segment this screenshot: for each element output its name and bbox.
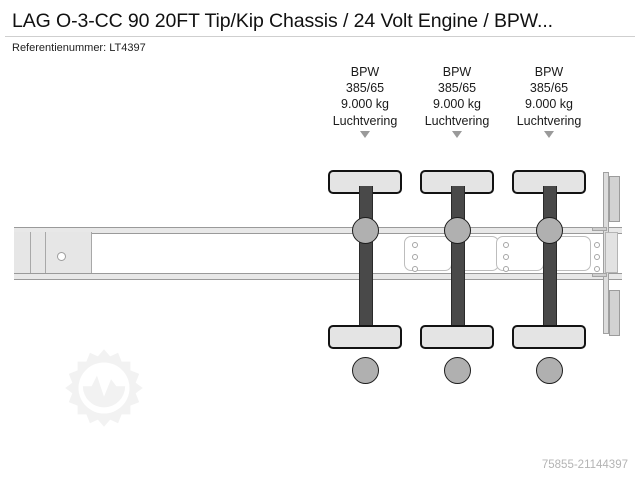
bolt-dot	[503, 254, 509, 260]
listing-id: 75855-21144397	[541, 459, 628, 471]
axle-spec-2: BPW 385/65 9.000 kg Luchtvering	[402, 64, 512, 138]
front-divider-3	[91, 232, 92, 273]
bolt-dot	[503, 266, 509, 272]
triangle-down-icon	[544, 130, 554, 138]
hub-axle-1-bottom	[352, 357, 379, 384]
bolt-dot	[503, 242, 509, 248]
wheel-axle-2-right	[420, 325, 494, 349]
rear-web	[605, 232, 618, 273]
chassis-rail-top	[14, 227, 622, 234]
bolt-dot	[594, 254, 600, 260]
front-divider-2	[45, 232, 46, 273]
hub-axle-1-top	[352, 217, 379, 244]
bolt-dot	[412, 254, 418, 260]
bolt-dot	[412, 266, 418, 272]
axle-3-brand: BPW	[534, 65, 564, 79]
header-divider	[5, 36, 635, 37]
axle-bar-3	[543, 186, 557, 332]
suspension-cutout-3	[496, 236, 544, 271]
bolt-group-2	[503, 242, 509, 278]
gear-logo-watermark	[58, 344, 150, 432]
axle-2-suspension: Luchtvering	[424, 113, 490, 128]
axle-3-tyre: 385/65	[529, 81, 569, 96]
rear-mount-bottom	[609, 290, 620, 336]
axle-bar-2	[451, 186, 465, 332]
axle-2-brand: BPW	[442, 65, 472, 79]
bolt-dot	[594, 242, 600, 248]
axle-3-suspension: Luchtvering	[516, 113, 582, 128]
rear-mount-top	[609, 176, 620, 222]
chassis-rail-bottom	[14, 273, 622, 280]
hub-axle-2-bottom	[444, 357, 471, 384]
axle-spec-1: BPW 385/65 9.000 kg Luchtvering	[310, 64, 420, 138]
axle-1-suspension: Luchtvering	[332, 113, 398, 128]
axle-1-capacity: 9.000 kg	[341, 97, 389, 112]
axle-2-tyre: 385/65	[437, 81, 477, 96]
triangle-down-icon	[360, 130, 370, 138]
wheel-axle-1-right	[328, 325, 402, 349]
kingpin-plate	[14, 232, 91, 273]
axle-bar-1	[359, 186, 373, 332]
hub-axle-3-top	[536, 217, 563, 244]
kingpin-circle-icon	[57, 252, 66, 261]
axle-1-brand: BPW	[350, 65, 380, 79]
axle-3-capacity: 9.000 kg	[525, 97, 573, 112]
bolt-dot	[594, 266, 600, 272]
axle-1-tyre: 385/65	[345, 81, 385, 96]
axle-spec-3: BPW 385/65 9.000 kg Luchtvering	[494, 64, 604, 138]
wheel-axle-3-right	[512, 325, 586, 349]
triangle-down-icon	[452, 130, 462, 138]
bolt-group-3	[594, 242, 600, 278]
reference-number: Referentienummer: LT4397	[12, 42, 146, 54]
bolt-dot	[412, 242, 418, 248]
front-divider-1	[30, 232, 31, 273]
rear-stub-top	[592, 227, 607, 231]
suspension-cutout-1	[404, 236, 452, 271]
hub-axle-2-top	[444, 217, 471, 244]
axle-2-capacity: 9.000 kg	[433, 97, 481, 112]
rear-stub-bottom	[592, 273, 607, 277]
bolt-group-1	[412, 242, 418, 278]
page-title: LAG O-3-CC 90 20FT Tip/Kip Chassis / 24 …	[12, 10, 553, 32]
hub-axle-3-bottom	[536, 357, 563, 384]
